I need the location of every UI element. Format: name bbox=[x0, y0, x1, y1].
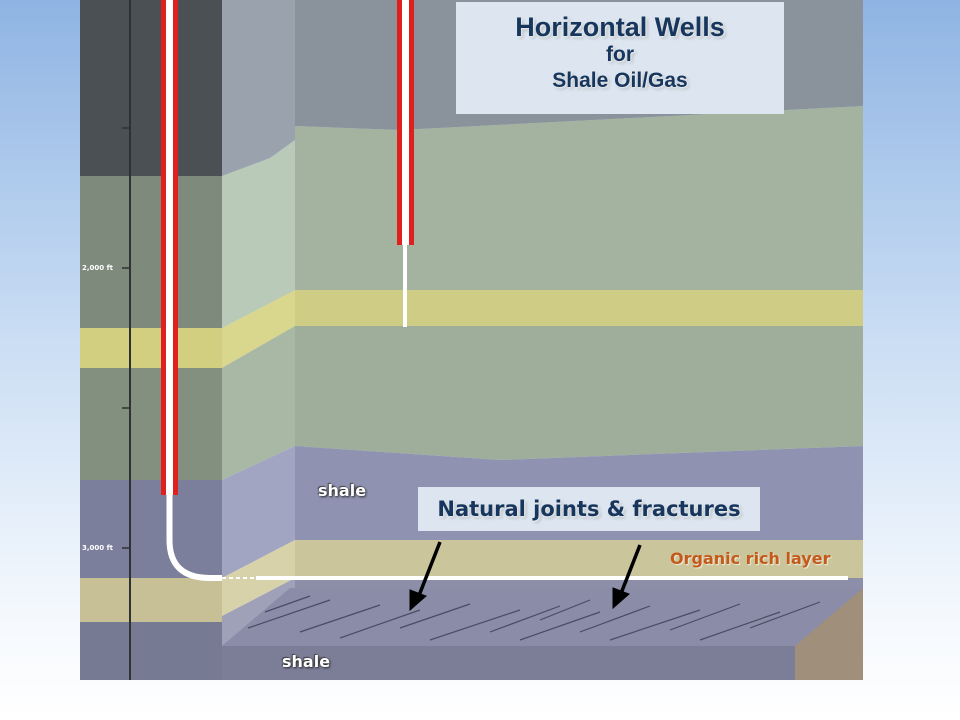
side-shale-upper bbox=[222, 446, 295, 578]
title-box: Horizontal Wells for Shale Oil/Gas bbox=[456, 2, 784, 114]
right-well-open-hole bbox=[403, 245, 407, 327]
back-green-layer bbox=[295, 106, 863, 290]
target-block-top bbox=[222, 588, 863, 646]
front-shale-upper bbox=[80, 480, 222, 578]
left-well-bore bbox=[166, 0, 173, 495]
right-well-casing-right bbox=[409, 0, 414, 245]
fracture-lines bbox=[247, 595, 821, 641]
target-block bbox=[222, 588, 863, 680]
right-well-bore bbox=[402, 0, 409, 245]
target-block-side bbox=[795, 588, 863, 680]
fractures-callout: Natural joints & fractures bbox=[418, 487, 760, 531]
arrow-right-shaft bbox=[618, 544, 642, 597]
front-top-shade bbox=[80, 0, 222, 176]
target-block-front bbox=[222, 646, 795, 680]
front-organic-layer bbox=[80, 578, 222, 622]
organic-layer-label: Organic rich layer bbox=[670, 549, 831, 568]
front-top-dark-layer bbox=[80, 0, 222, 176]
front-face-layers bbox=[80, 0, 222, 680]
back-green-layer-lower bbox=[295, 326, 863, 460]
title-line-1: Horizontal Wells bbox=[515, 12, 725, 42]
arrows bbox=[409, 541, 642, 612]
left-well-curve bbox=[166, 495, 222, 581]
vertical-well bbox=[397, 0, 414, 327]
title-line-2: for bbox=[606, 43, 634, 66]
left-well-casing-right bbox=[173, 0, 178, 495]
horizontal-well bbox=[161, 0, 848, 581]
side-face-layers bbox=[222, 0, 295, 680]
arrow-right-head bbox=[612, 587, 630, 610]
depth-label-2000: 2,000 ft bbox=[82, 264, 113, 272]
side-green-lower bbox=[222, 326, 295, 480]
depth-ruler bbox=[122, 0, 131, 680]
back-sandstone-layer bbox=[295, 290, 863, 326]
arrow-left-head bbox=[409, 589, 427, 612]
right-well-casing-left bbox=[397, 0, 402, 245]
side-sandstone-layer bbox=[222, 290, 295, 368]
front-green-lower bbox=[80, 368, 222, 480]
arrow-left-shaft bbox=[416, 541, 442, 599]
side-green-layer bbox=[222, 140, 295, 328]
front-green-layer bbox=[80, 176, 222, 328]
title-line-3: Shale Oil/Gas bbox=[552, 69, 688, 92]
depth-label-3000: 3,000 ft bbox=[82, 544, 113, 552]
left-well-casing-left bbox=[161, 0, 166, 495]
side-top-layer bbox=[222, 0, 295, 176]
shale-label-upper: shale bbox=[318, 481, 367, 500]
shale-label-lower: shale bbox=[282, 652, 331, 671]
front-shale-lower bbox=[80, 622, 222, 680]
front-sandstone-layer bbox=[80, 328, 222, 368]
